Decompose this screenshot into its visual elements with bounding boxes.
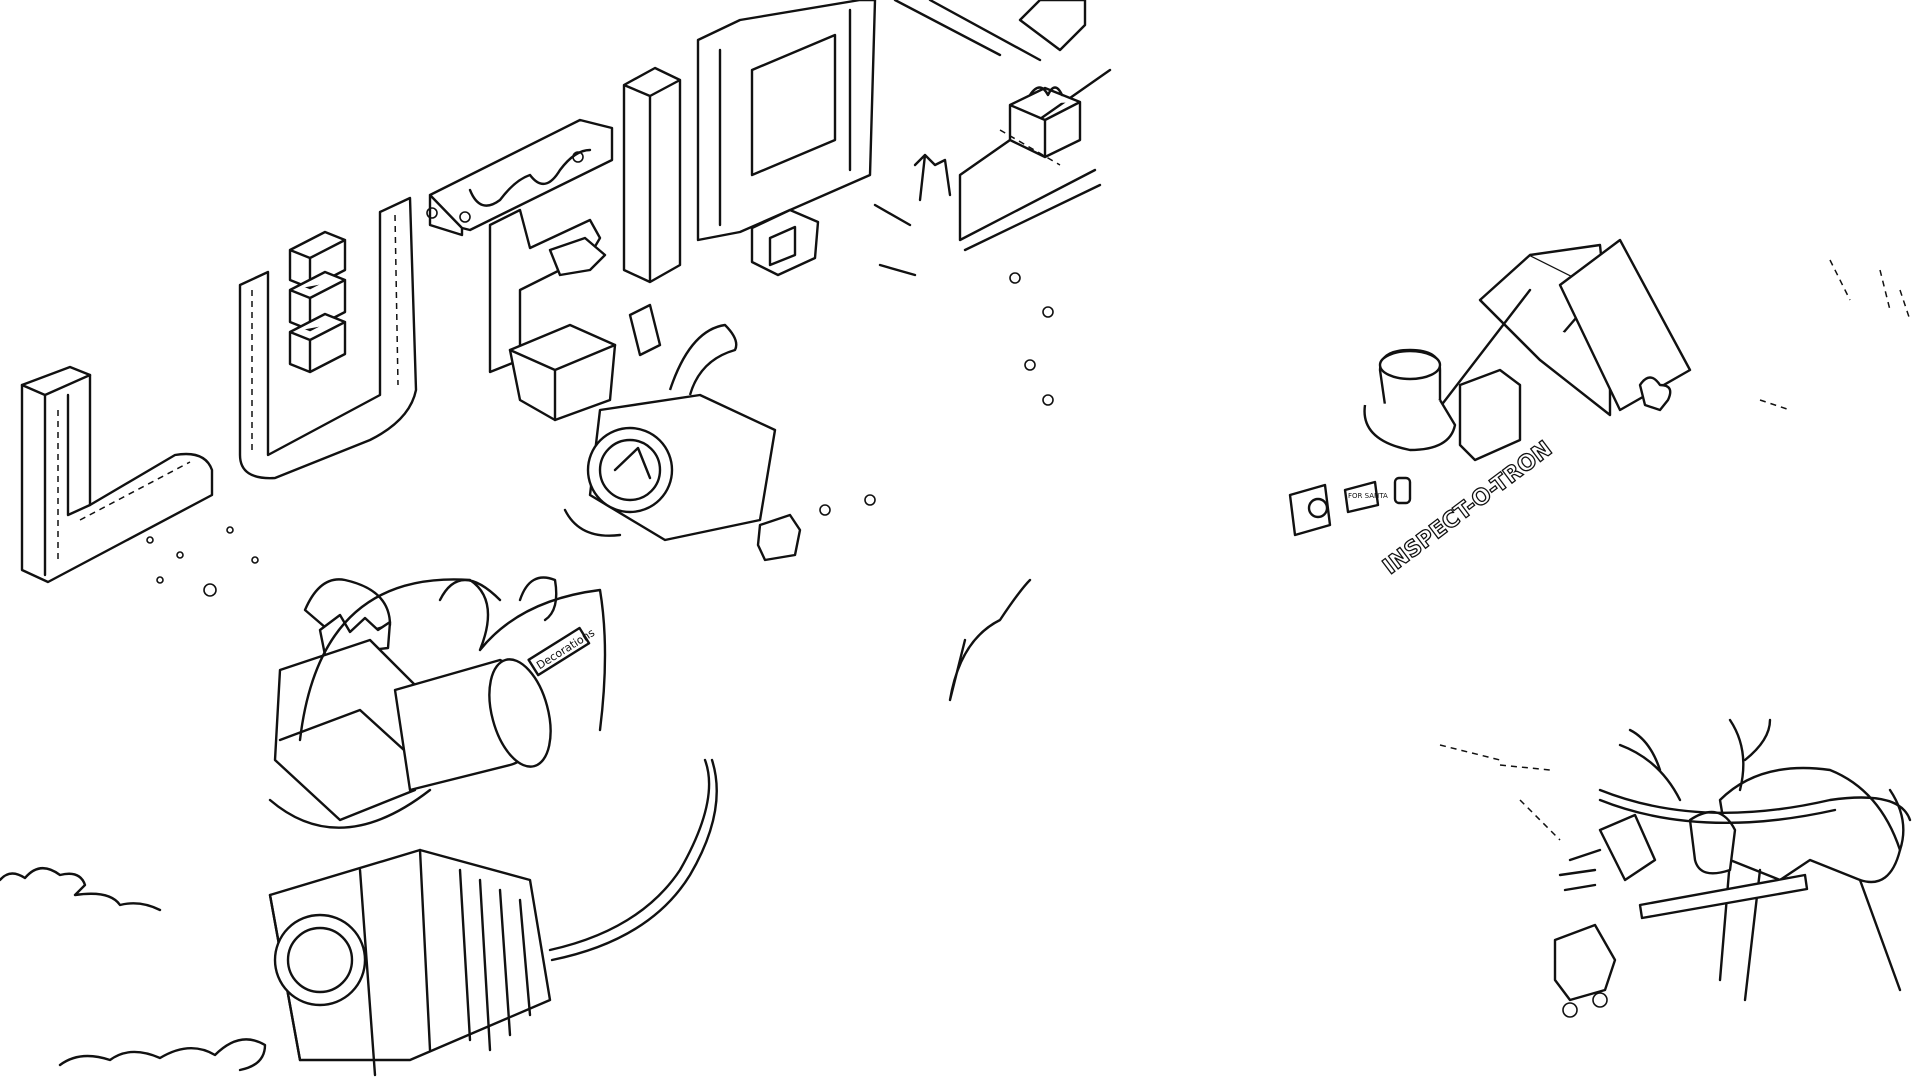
inspect-o-tron-label: INSPECT-O-TRON <box>1379 437 1558 580</box>
letter-u <box>238 196 418 480</box>
small-robot <box>750 208 820 277</box>
reindeer-scene <box>1439 718 1912 1018</box>
camera-with-lights: Decorations <box>268 576 607 829</box>
open-camera-with-gift <box>508 236 802 562</box>
for-santa-sign: FOR SANTA <box>1348 492 1388 500</box>
right-edge-marks <box>1759 259 1911 411</box>
clouds <box>0 867 267 1072</box>
letter-d <box>696 0 877 242</box>
decorations-label: Decorations <box>534 626 597 672</box>
letter-l <box>20 365 214 584</box>
platform-structure <box>873 0 1112 277</box>
gingerbread-house-scene: FOR SANTA INSPECT-O-TRON <box>1288 238 1692 580</box>
decorations-tag: Decorations <box>527 626 597 677</box>
scattered-bits <box>146 272 1054 702</box>
camera-bottom <box>268 758 718 1077</box>
letter-i <box>622 66 682 284</box>
